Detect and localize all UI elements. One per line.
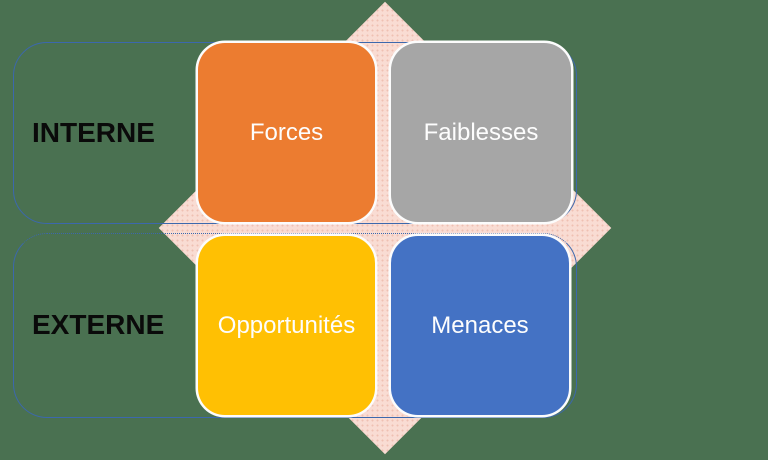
quadrant-faiblesses-label: Faiblesses (423, 118, 539, 146)
quadrant-opportunites-label: Opportunités (217, 311, 356, 339)
external-row-label: EXTERNE (32, 309, 165, 340)
quadrant-menaces: Menaces (391, 236, 569, 415)
external-row-outline (13, 233, 577, 418)
internal-row-outline (13, 42, 577, 224)
internal-row-label: INTERNE (32, 117, 155, 148)
quadrant-menaces-label: Menaces (431, 311, 529, 339)
quadrant-forces: Forces (198, 43, 375, 222)
quadrant-faiblesses: Faiblesses (391, 43, 571, 222)
quadrant-forces-label: Forces (249, 118, 324, 146)
quadrant-opportunites: Opportunités (198, 236, 375, 415)
